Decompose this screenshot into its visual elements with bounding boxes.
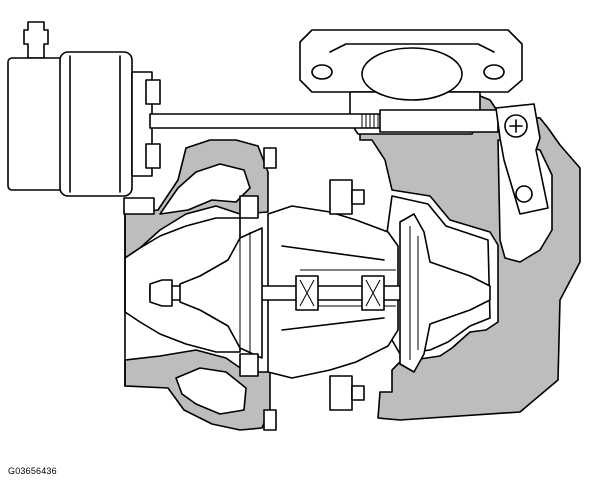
compressor-volute-lower [175, 367, 247, 415]
bolt-compressor-top [263, 147, 277, 169]
compressor-nut [149, 279, 173, 307]
compressor-wheel [179, 227, 263, 359]
flange-bolt-hole-left [311, 64, 333, 80]
clamp-lower [239, 353, 259, 377]
actuator-foot [123, 197, 155, 215]
wastegate-lever [495, 103, 549, 215]
actuator-hose-nipple [23, 21, 49, 59]
bolt-compressor-bottom [263, 409, 277, 431]
bolt-turbine-top [329, 179, 353, 215]
compressor-housing [124, 139, 271, 431]
bolt-turbine-top-head [351, 189, 365, 205]
rod-end-fitting [379, 109, 499, 133]
compressor-volute-upper [159, 163, 251, 215]
exhaust-port [361, 47, 463, 101]
actuator-rod [149, 109, 499, 133]
actuator-canister [7, 57, 67, 191]
fasteners [239, 147, 365, 431]
bolt-turbine-bottom-head [351, 385, 365, 401]
rotor-assembly [149, 213, 491, 373]
actuator-mount-bolt-top [145, 79, 161, 105]
wastegate-actuator [7, 21, 161, 215]
bolt-turbine-bottom [329, 375, 353, 411]
figure-id-label: G03656436 [8, 466, 57, 476]
actuator-mount-bolt-bottom [145, 143, 161, 169]
lever-pin [515, 185, 533, 203]
clamp-upper [239, 195, 259, 219]
actuator-rod-shaft [149, 113, 383, 129]
turbine-wheel [399, 213, 491, 373]
flange-bolt-hole-right [483, 64, 505, 80]
